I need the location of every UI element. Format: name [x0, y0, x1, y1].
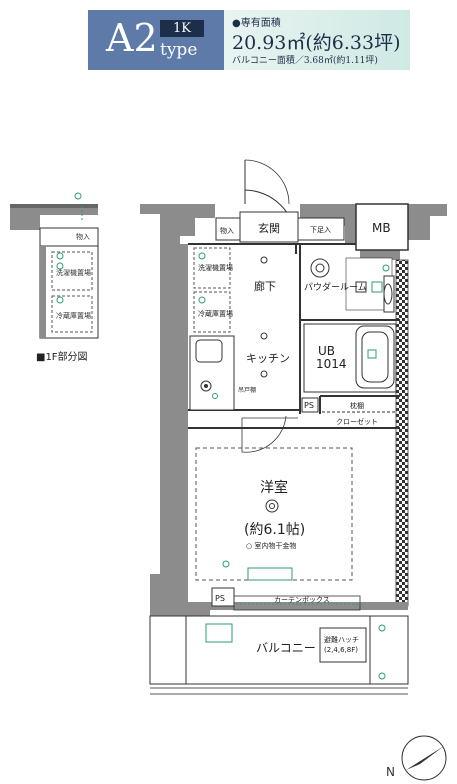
room-ceiling-line [195, 447, 353, 581]
ceiling-light-icon [265, 499, 279, 513]
area-label: ●専有面積 [232, 18, 281, 29]
label-shoe-box: 下足入 [310, 226, 331, 234]
label-mb: MB [372, 221, 391, 235]
powder-room [310, 257, 395, 313]
label-laundry: 洗濯機置場 [198, 263, 233, 272]
balcony-area [149, 615, 409, 695]
inset-fridge-label: 冷蔵庫置場 [56, 311, 91, 320]
compass-icon [401, 735, 447, 781]
ps-shaft-lower [211, 587, 235, 607]
label-kitchen-shelf: 吊戸棚 [238, 386, 256, 394]
label-western-size: (約6.1帖) [244, 522, 305, 538]
label-hardware-note: ○ 室内物干金物 [246, 541, 296, 550]
label-ub-size: 1014 [316, 357, 347, 371]
compass-north-label: N [386, 765, 395, 779]
inset-laundry-label: 洗濯機置場 [56, 268, 91, 277]
label-closet: クローゼット [336, 417, 378, 426]
label-powder-room: パウダールーム [304, 281, 367, 293]
area-value: 20.93㎡(約6.33坪) [232, 32, 401, 54]
area-panel: ●専有面積 20.93㎡(約6.33坪) バルコニー面積／3.68㎡(約1.11… [224, 10, 410, 70]
shoe-cabinet [297, 217, 345, 241]
balcony-area: バルコニー面積／3.68㎡(約1.11坪) [232, 56, 378, 66]
inset-caption: ■1F部分図 [36, 350, 88, 363]
room-door [241, 415, 298, 453]
entry-door [239, 159, 299, 243]
storage-closet [215, 217, 241, 241]
aircon-unit [247, 567, 293, 581]
interior-partitions [188, 243, 400, 429]
label-ps-lower: PS [215, 594, 225, 603]
inset-1f-partial [10, 192, 99, 339]
label-corridor: 廊下 [254, 279, 276, 293]
unit-type-word: type [160, 40, 198, 60]
label-kitchen: キッチン [246, 352, 290, 365]
unit-rooms-badge: 1K [160, 20, 204, 37]
label-hatch-1: 避難ハッチ [324, 635, 359, 644]
inset-storage-label: 物入 [76, 232, 90, 241]
label-balcony: バルコニー [256, 641, 316, 655]
label-shelf: 枕棚 [350, 401, 364, 410]
label-fridge: 冷蔵庫置場 [198, 309, 233, 318]
unit-type-letter: A2 [106, 16, 158, 60]
label-ub: UB [318, 344, 335, 358]
label-hatch-2: (2,4,6,8F) [324, 646, 358, 654]
type-header-badge: A2 1K type [88, 10, 224, 70]
type-header: A2 1K type ●専有面積 20.93㎡(約6.33坪) バルコニー面積／… [88, 10, 410, 70]
label-genkan: 玄関 [258, 221, 280, 235]
unit-bath [303, 323, 397, 393]
label-curtain-box: カーテンボックス [274, 596, 330, 604]
label-ps-upper: PS [304, 401, 314, 410]
meter-box [355, 203, 409, 251]
label-storage: 物入 [220, 226, 234, 235]
ps-shaft-upper [301, 397, 319, 413]
kitchen-area [189, 247, 235, 411]
label-western-room: 洋室 [260, 479, 288, 496]
